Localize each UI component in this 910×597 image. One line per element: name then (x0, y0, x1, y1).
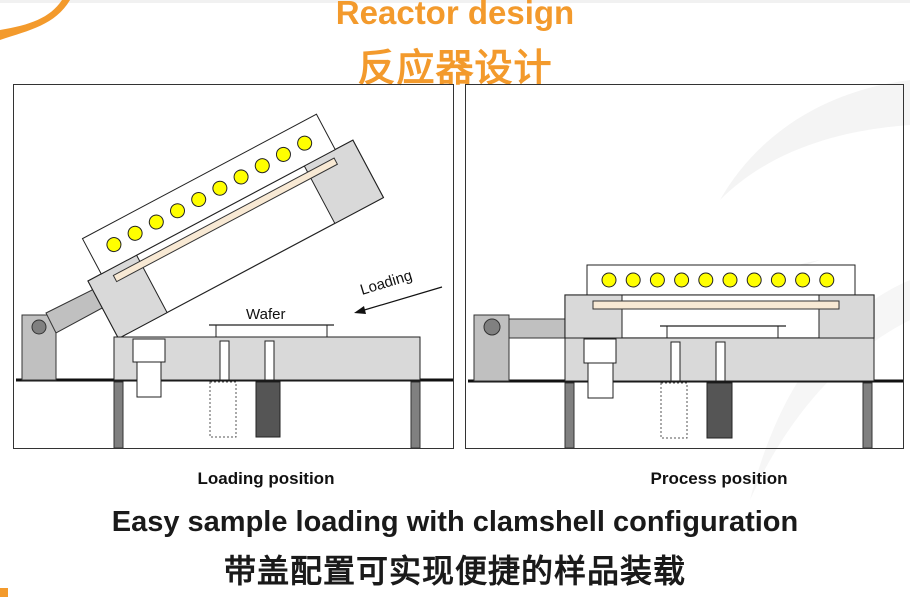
lift-pin-slot (670, 341, 681, 382)
table-leg (410, 381, 421, 448)
loading-diagram-svg: Wafer Loading (16, 113, 453, 448)
loading-label: Loading (358, 267, 414, 299)
gas-port-bottom (587, 362, 614, 399)
caption-process-position: Process position (650, 469, 788, 488)
gas-port-top (583, 338, 617, 364)
tilted-lid (81, 113, 385, 340)
diagram-loading-position: Wafer Loading (13, 84, 454, 449)
lamp-icon (649, 272, 665, 288)
lamp-icon (625, 272, 641, 288)
top-rule (0, 0, 910, 3)
lamp-icon (674, 272, 690, 288)
lamp-icon (254, 158, 270, 174)
lamp-icon (297, 135, 313, 151)
lamp-icon (106, 237, 122, 253)
lift-pin-actuator (706, 382, 733, 439)
pivot-pin-icon (483, 318, 501, 336)
lamp-icon (148, 214, 164, 230)
caption-loading-position: Loading position (197, 469, 335, 488)
lamp-icon (770, 272, 786, 288)
lamp-icon (191, 191, 207, 207)
page-title-zh: 反应器设计 (357, 48, 553, 90)
lamp-icon (819, 272, 835, 288)
table-leg (113, 381, 124, 448)
lamp-icon (275, 146, 291, 162)
lamp-icon (212, 180, 228, 196)
lamp-icon (795, 272, 811, 288)
lift-pin-slot (219, 340, 230, 381)
process-diagram-svg (468, 264, 903, 448)
lamp-array (601, 272, 835, 288)
lamp-icon (698, 272, 714, 288)
lift-pin-retracted (660, 382, 688, 439)
quartz-window (112, 157, 339, 283)
loading-arrow (360, 286, 443, 312)
lift-pin-actuator (255, 381, 281, 438)
lamp-icon (233, 169, 249, 185)
page-title-en: Reactor design (335, 0, 575, 31)
lid-arm (508, 318, 566, 339)
quartz-window (592, 300, 840, 310)
lamp-box (81, 113, 336, 275)
lamp-icon (170, 203, 186, 219)
lift-pin-slot (715, 341, 726, 382)
lamp-icon (127, 225, 143, 241)
wafer-label: Wafer (246, 306, 285, 323)
brand-swoosh-icon (0, 0, 70, 40)
diagram-process-position (465, 84, 904, 449)
lamp-array (106, 135, 313, 253)
corner-accent-mark (0, 588, 8, 597)
lift-pin-retracted (209, 381, 237, 438)
summary-text-zh: 带盖配置可实现便捷的样品装载 (223, 553, 686, 589)
lamp-icon (722, 272, 738, 288)
lamp-icon (601, 272, 617, 288)
gas-port-bottom (136, 361, 162, 398)
table-leg (862, 382, 873, 448)
gas-port-top (132, 338, 166, 363)
pivot-pin-icon (31, 319, 47, 335)
summary-text-en: Easy sample loading with clamshell confi… (111, 506, 799, 538)
lamp-icon (746, 272, 762, 288)
lift-pin-slot (264, 340, 275, 381)
arrow-head-icon (354, 306, 366, 314)
table-leg (564, 382, 575, 448)
